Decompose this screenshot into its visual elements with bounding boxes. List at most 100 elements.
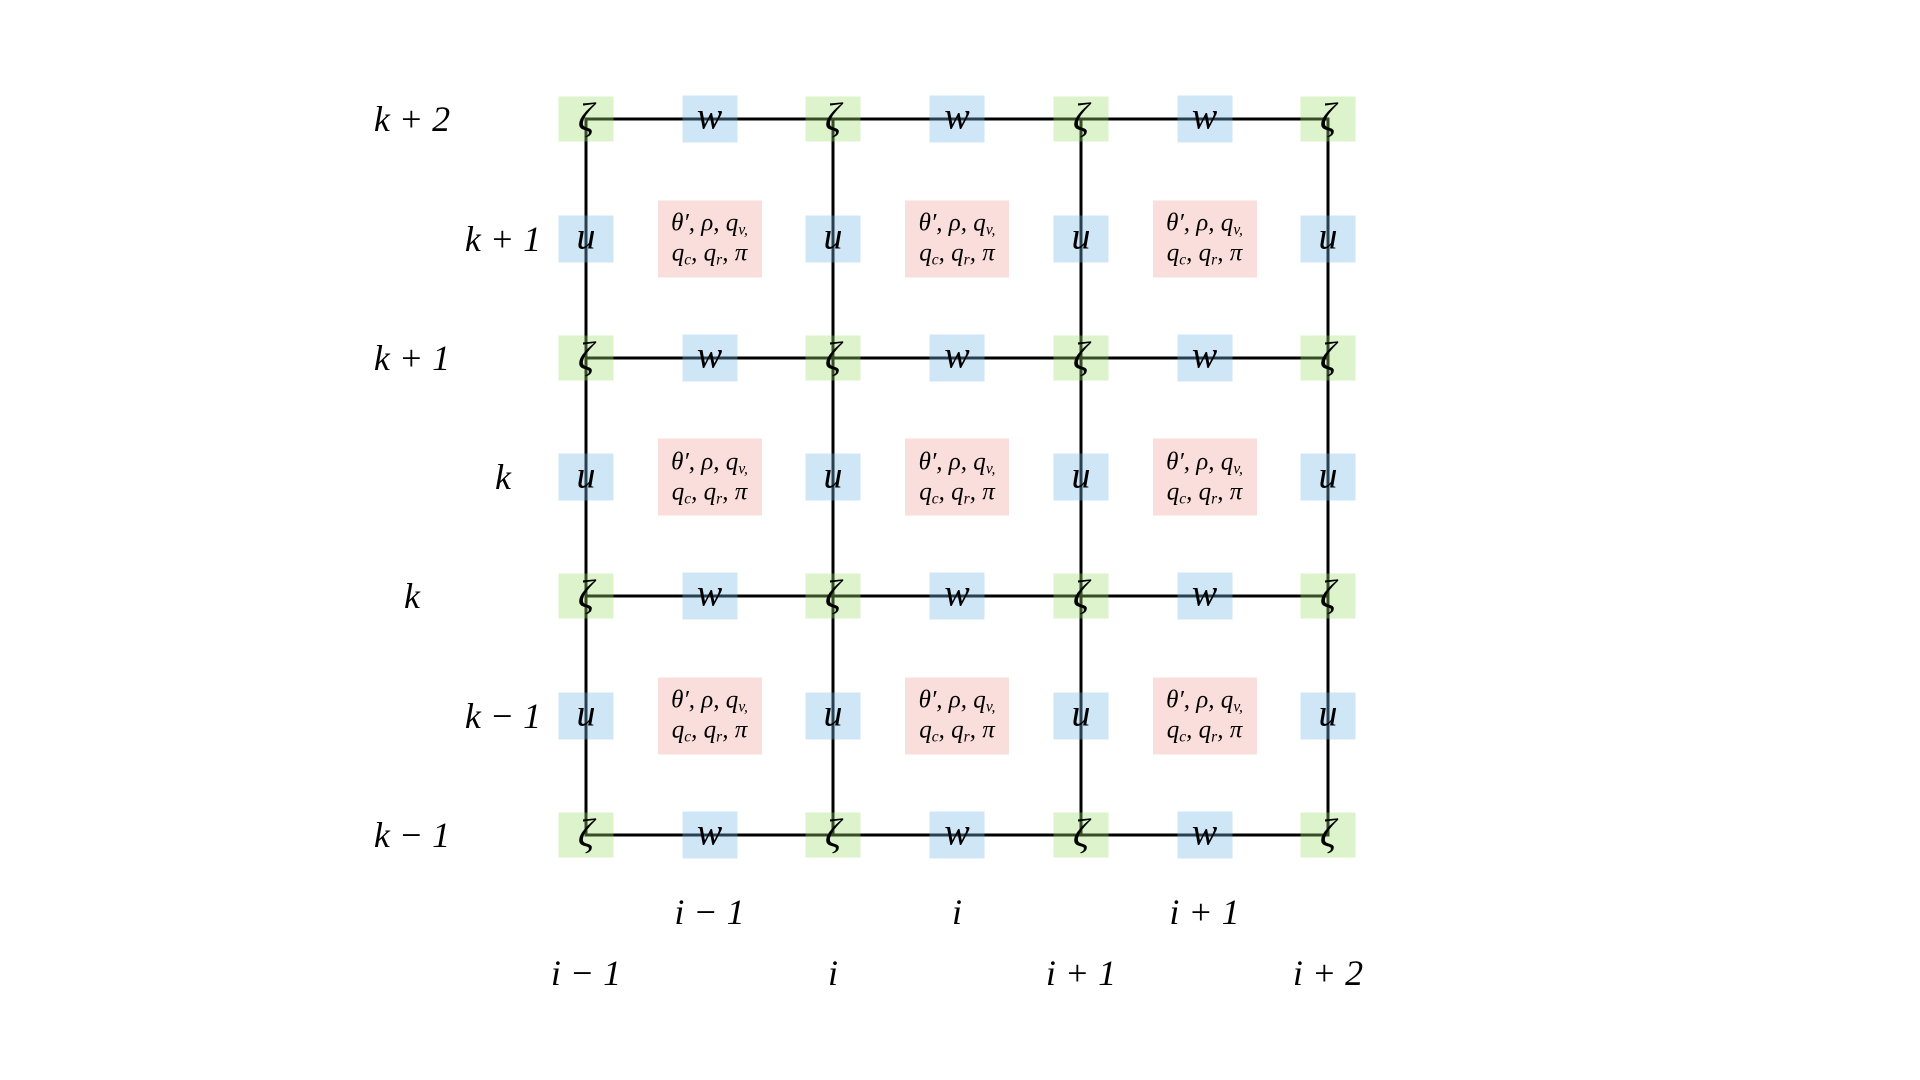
- w-wind-node: w: [929, 572, 985, 620]
- subscript: c: [1179, 728, 1187, 746]
- u-wind-node: u: [558, 215, 614, 262]
- subscript: v,: [985, 221, 996, 239]
- scalar-variables-line: θ′, ρ, qv,: [918, 686, 996, 716]
- level-label-half-k: k − 1: [464, 695, 542, 736]
- scalar-variables-line: qc, qr, π: [919, 716, 995, 746]
- subscript: c: [931, 251, 939, 269]
- w-wind-node: w: [1177, 572, 1232, 620]
- level-label-half-k: k + 1: [464, 218, 542, 259]
- vorticity-node: ζ: [558, 812, 614, 858]
- subscript: c: [684, 728, 692, 746]
- u-wind-node: u: [805, 692, 861, 739]
- vorticity-node: ζ: [805, 96, 861, 142]
- subscript: r: [716, 489, 723, 507]
- scalar-variables-line: qc, qr, π: [1166, 239, 1243, 269]
- level-label-full-k: k + 2: [373, 99, 451, 139]
- w-wind-node: w: [682, 95, 737, 143]
- subscript: v,: [1233, 221, 1243, 239]
- level-label-full-k: k: [404, 576, 420, 616]
- w-wind-node: w: [682, 572, 737, 620]
- column-label-half-i: i − 1: [674, 892, 745, 932]
- w-wind-node: w: [682, 811, 737, 859]
- scalar-variables-line: qc, qr, π: [919, 478, 995, 507]
- column-label-full-i: i: [827, 953, 839, 993]
- vorticity-node: ζ: [558, 335, 614, 381]
- subscript: c: [1179, 489, 1187, 507]
- subscript: v,: [738, 221, 748, 239]
- scalar-variables-cell: θ′, ρ, qv,qc, qr, π: [657, 677, 762, 754]
- subscript: c: [931, 728, 939, 746]
- vorticity-node: ζ: [1053, 96, 1109, 142]
- subscript: r: [963, 728, 970, 746]
- scalar-variables-cell: θ′, ρ, qv,qc, qr, π: [1152, 677, 1257, 754]
- scalar-variables-cell: θ′, ρ, qv,qc, qr, π: [905, 200, 1009, 277]
- scalar-variables-cell: θ′, ρ, qv,qc, qr, π: [905, 438, 1009, 516]
- u-wind-node: u: [558, 453, 614, 501]
- subscript: r: [716, 251, 723, 269]
- scalar-variables-line: θ′, ρ, qv,: [918, 209, 996, 239]
- level-label-full-k: k + 1: [373, 338, 451, 378]
- scalar-variables-line: qc, qr, π: [1166, 478, 1243, 507]
- subscript: r: [716, 728, 723, 746]
- scalar-variables-line: qc, qr, π: [919, 239, 995, 269]
- u-wind-node: u: [1053, 692, 1109, 739]
- scalar-variables-line: θ′, ρ, qv,: [1166, 209, 1243, 239]
- u-wind-node: u: [1053, 215, 1109, 262]
- scalar-variables-line: θ′, ρ, qv,: [671, 448, 748, 477]
- column-label-full-i: i − 1: [550, 953, 622, 993]
- vorticity-node: ζ: [1053, 335, 1109, 381]
- subscript: r: [1211, 251, 1218, 269]
- u-wind-node: u: [1300, 692, 1356, 739]
- subscript: v,: [738, 459, 748, 477]
- subscript: r: [963, 251, 970, 269]
- level-label-full-k: k − 1: [373, 815, 451, 855]
- column-label-full-i: i + 2: [1292, 953, 1364, 993]
- scalar-variables-line: θ′, ρ, qv,: [1166, 686, 1243, 716]
- subscript: v,: [1233, 698, 1243, 716]
- scalar-variables-cell: θ′, ρ, qv,qc, qr, π: [1152, 438, 1257, 516]
- subscript: c: [684, 251, 692, 269]
- subscript: v,: [1233, 459, 1243, 477]
- w-wind-node: w: [929, 95, 985, 143]
- subscript: v,: [985, 698, 996, 716]
- u-wind-node: u: [1300, 453, 1356, 501]
- w-wind-node: w: [929, 334, 985, 382]
- vorticity-node: ζ: [1053, 812, 1109, 858]
- scalar-variables-line: θ′, ρ, qv,: [671, 686, 748, 716]
- vorticity-node: ζ: [1053, 573, 1109, 619]
- w-wind-node: w: [682, 334, 737, 382]
- scalar-variables-line: θ′, ρ, qv,: [918, 448, 996, 477]
- subscript: v,: [985, 459, 996, 477]
- column-label-half-i: i + 1: [1169, 892, 1240, 932]
- w-wind-node: w: [1177, 334, 1232, 382]
- vorticity-node: ζ: [1300, 573, 1356, 619]
- subscript: c: [931, 489, 939, 507]
- subscript: v,: [738, 698, 748, 716]
- u-wind-node: u: [558, 692, 614, 739]
- u-wind-node: u: [805, 453, 861, 501]
- vorticity-node: ζ: [1300, 335, 1356, 381]
- w-wind-node: w: [929, 811, 985, 859]
- subscript: r: [1211, 728, 1218, 746]
- vorticity-node: ζ: [805, 573, 861, 619]
- subscript: c: [684, 489, 692, 507]
- subscript: r: [1211, 489, 1218, 507]
- scalar-variables-cell: θ′, ρ, qv,qc, qr, π: [1152, 200, 1257, 277]
- vorticity-node: ζ: [558, 96, 614, 142]
- vorticity-node: ζ: [558, 573, 614, 619]
- scalar-variables-line: qc, qr, π: [671, 478, 748, 507]
- scalar-variables-line: qc, qr, π: [1166, 716, 1243, 746]
- w-wind-node: w: [1177, 95, 1232, 143]
- vorticity-node: ζ: [1300, 812, 1356, 858]
- vorticity-node: ζ: [805, 812, 861, 858]
- w-wind-node: w: [1177, 811, 1232, 859]
- scalar-variables-cell: θ′, ρ, qv,qc, qr, π: [657, 200, 762, 277]
- subscript: c: [1179, 251, 1187, 269]
- subscript: r: [963, 489, 970, 507]
- scalar-variables-line: θ′, ρ, qv,: [1166, 448, 1243, 477]
- u-wind-node: u: [805, 215, 861, 262]
- column-label-full-i: i + 1: [1045, 953, 1117, 993]
- scalar-variables-cell: θ′, ρ, qv,qc, qr, π: [657, 438, 762, 516]
